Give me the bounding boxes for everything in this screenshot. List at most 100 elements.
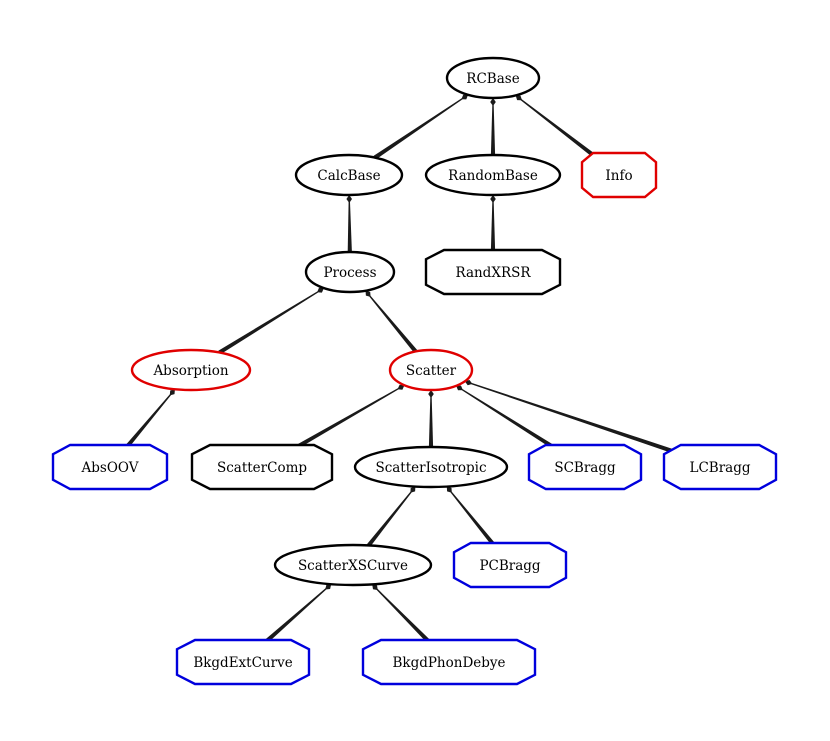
node-ellipse-shape xyxy=(424,153,562,197)
node-bkgdextcurve[interactable]: BkgdExtCurve xyxy=(175,638,311,686)
edge-line xyxy=(428,397,434,447)
node-octagon-shape xyxy=(51,443,169,491)
node-label: Info xyxy=(605,168,632,184)
edges-layer xyxy=(125,94,679,643)
edge-diamond-marker xyxy=(169,389,175,396)
edge-info-to-rcbase xyxy=(515,95,598,160)
edge-scattercomp-to-scatter xyxy=(294,384,405,450)
edge-absorption-to-process xyxy=(218,287,324,355)
node-octagon-shape xyxy=(527,443,643,491)
node-lcbragg[interactable]: LCBragg xyxy=(662,443,778,491)
node-scatterxscurve[interactable]: ScatterXSCurve xyxy=(273,543,433,587)
node-octagon-shape xyxy=(190,443,334,491)
node-octagon-shape xyxy=(361,638,537,686)
node-octagon-shape xyxy=(662,443,778,491)
edge-bkgdextcurve-to-scatterxscurve xyxy=(264,584,332,643)
node-ellipse-shape xyxy=(304,250,396,294)
edge-diamond-marker xyxy=(325,584,332,590)
edge-scbragg-to-scatter xyxy=(456,385,557,451)
node-label: RandomBase xyxy=(448,168,538,184)
edge-diamond-marker xyxy=(515,95,522,101)
edge-bkgdphondebye-to-scatterxscurve xyxy=(372,584,430,643)
node-ellipse-shape xyxy=(130,348,252,392)
node-octagon-shape xyxy=(424,248,562,296)
node-label: Absorption xyxy=(152,363,228,379)
node-label: BkgdExtCurve xyxy=(193,655,292,671)
edge-line xyxy=(490,105,496,155)
node-ellipse-shape xyxy=(273,543,433,587)
node-scattercomp[interactable]: ScatterComp xyxy=(190,443,334,491)
node-label: RCBase xyxy=(466,71,519,87)
edge-randombase-to-rcbase xyxy=(490,98,496,155)
node-label: ScatterComp xyxy=(217,460,307,476)
edge-scatter-to-process xyxy=(365,290,418,353)
edge-line xyxy=(520,99,598,160)
node-bkgdphondebye[interactable]: BkgdPhonDebye xyxy=(361,638,537,686)
node-ellipse-shape xyxy=(294,153,404,197)
edge-absoov-to-absorption xyxy=(125,389,175,448)
node-label: Scatter xyxy=(406,363,457,379)
edge-scatterxscurve-to-scatterisotropic xyxy=(367,486,416,547)
edge-line xyxy=(264,588,327,643)
edge-diamond-marker xyxy=(346,195,352,203)
node-info[interactable]: Info xyxy=(580,151,658,199)
node-ellipse-shape xyxy=(388,348,474,392)
edge-diamond-marker xyxy=(410,486,416,493)
node-pcbragg[interactable]: PCBragg xyxy=(452,541,568,589)
edge-lcbragg-to-scatter xyxy=(464,380,679,455)
node-label: SCBragg xyxy=(554,460,616,476)
edge-diamond-marker xyxy=(490,98,496,106)
edge-diamond-marker xyxy=(365,290,371,297)
edge-diamond-marker xyxy=(456,385,463,391)
edge-line xyxy=(490,202,496,250)
edge-line xyxy=(347,202,352,252)
node-octagon-shape xyxy=(452,541,568,589)
node-scatterisotropic[interactable]: ScatterIsotropic xyxy=(353,445,509,489)
edge-diamond-marker xyxy=(446,486,452,493)
edge-line xyxy=(125,394,171,448)
node-label: ScatterIsotropic xyxy=(375,460,486,476)
edge-calcbase-to-rcbase xyxy=(373,94,469,160)
node-absoov[interactable]: AbsOOV xyxy=(51,443,169,491)
node-absorption[interactable]: Absorption xyxy=(130,348,252,392)
edge-line xyxy=(471,382,679,455)
node-calcbase[interactable]: CalcBase xyxy=(294,153,404,197)
node-label: CalcBase xyxy=(317,168,380,184)
node-label: RandXRSR xyxy=(455,265,531,281)
node-randombase[interactable]: RandomBase xyxy=(424,153,562,197)
edge-diamond-marker xyxy=(461,94,469,100)
edge-line xyxy=(376,588,430,643)
edge-pcbragg-to-scatterisotropic xyxy=(446,486,495,546)
edge-diamond-marker xyxy=(317,287,324,293)
node-ellipse-shape xyxy=(353,445,509,489)
node-ellipse-shape xyxy=(445,56,541,100)
node-label: LCBragg xyxy=(689,460,750,476)
node-label: BkgdPhonDebye xyxy=(392,655,505,671)
edge-line xyxy=(367,491,412,547)
edge-line xyxy=(294,388,399,450)
edge-scatterisotropic-to-scatter xyxy=(428,390,434,447)
node-label: AbsOOV xyxy=(81,460,139,476)
node-process[interactable]: Process xyxy=(304,250,396,294)
edge-randxrsr-to-randombase xyxy=(490,195,496,250)
node-label: ScatterXSCurve xyxy=(298,558,408,574)
edge-diamond-marker xyxy=(428,390,434,398)
node-scatter[interactable]: Scatter xyxy=(388,348,474,392)
edge-diamond-marker xyxy=(397,384,405,390)
edge-diamond-marker xyxy=(372,584,378,591)
node-octagon-shape xyxy=(580,151,658,199)
edge-diamond-marker xyxy=(490,195,496,203)
node-randxrsr[interactable]: RandXRSR xyxy=(424,248,562,296)
node-scbragg[interactable]: SCBragg xyxy=(527,443,643,491)
node-label: Process xyxy=(323,265,376,281)
node-octagon-shape xyxy=(175,638,311,686)
edge-line xyxy=(218,291,319,355)
edge-line xyxy=(373,98,463,160)
edge-line xyxy=(369,295,418,353)
edge-line xyxy=(450,491,495,546)
edge-process-to-calcbase xyxy=(346,195,352,252)
edge-line xyxy=(461,389,557,451)
node-rcbase[interactable]: RCBase xyxy=(445,56,541,100)
